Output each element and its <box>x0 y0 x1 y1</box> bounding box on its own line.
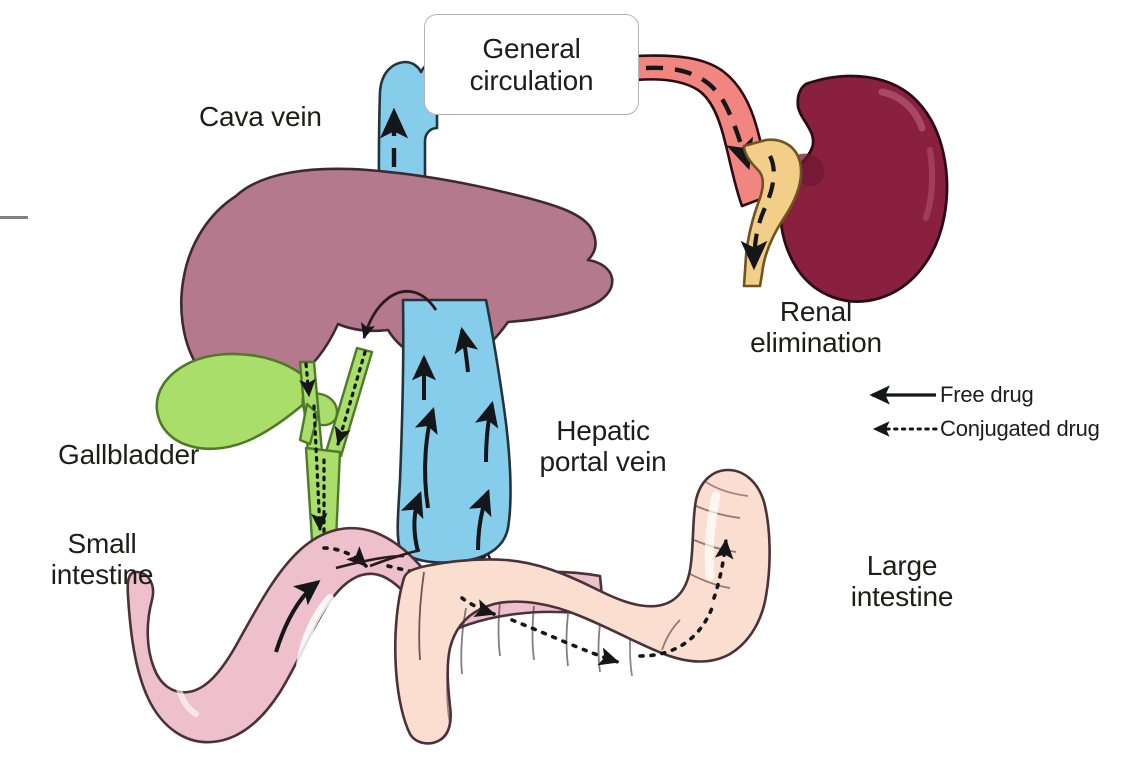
renal-elimination-label: Renal elimination <box>750 296 882 359</box>
dotted-arrow-left-icon <box>862 419 940 439</box>
large-intestine-transit-arrow <box>460 538 734 666</box>
hepatic-portal-vein-label: Hepatic portal vein <box>539 415 667 478</box>
liver-uptake-arrow <box>361 289 438 340</box>
kidney-organ <box>779 74 949 303</box>
legend-label-conjugated-drug: Conjugated drug <box>940 416 1100 441</box>
bile-duct-system <box>298 346 374 542</box>
small-intestine-absorption-arrow <box>274 580 321 653</box>
legend-item-free-drug: Free drug <box>862 378 1141 412</box>
large-intestine-organ <box>393 468 771 745</box>
cava-vein-label: Cava vein <box>199 101 322 132</box>
legend-item-conjugated-drug: Conjugated drug <box>862 412 1141 446</box>
legend-label-free-drug: Free drug <box>940 382 1034 407</box>
small-intestine-label: Small intestine <box>50 528 154 591</box>
bile-duct-flow-arrows <box>299 350 367 542</box>
gallbladder-organ <box>155 352 339 451</box>
renal-artery-vessel <box>634 54 776 208</box>
portal-vein-flow-arrows <box>400 326 499 553</box>
general-circulation-box: General circulation <box>424 14 639 115</box>
general-circulation-label: General circulation <box>469 33 594 96</box>
renal-artery-flow-arrow <box>645 65 754 171</box>
ureter-flow-arrow <box>740 155 776 271</box>
gallbladder-label: Gallbladder <box>58 439 199 470</box>
large-intestine-label: Large intestine <box>850 550 954 613</box>
left-margin-tick <box>0 216 28 219</box>
legend: Free drug Conjugated drug <box>862 378 1141 446</box>
solid-arrow-left-icon <box>862 385 940 405</box>
